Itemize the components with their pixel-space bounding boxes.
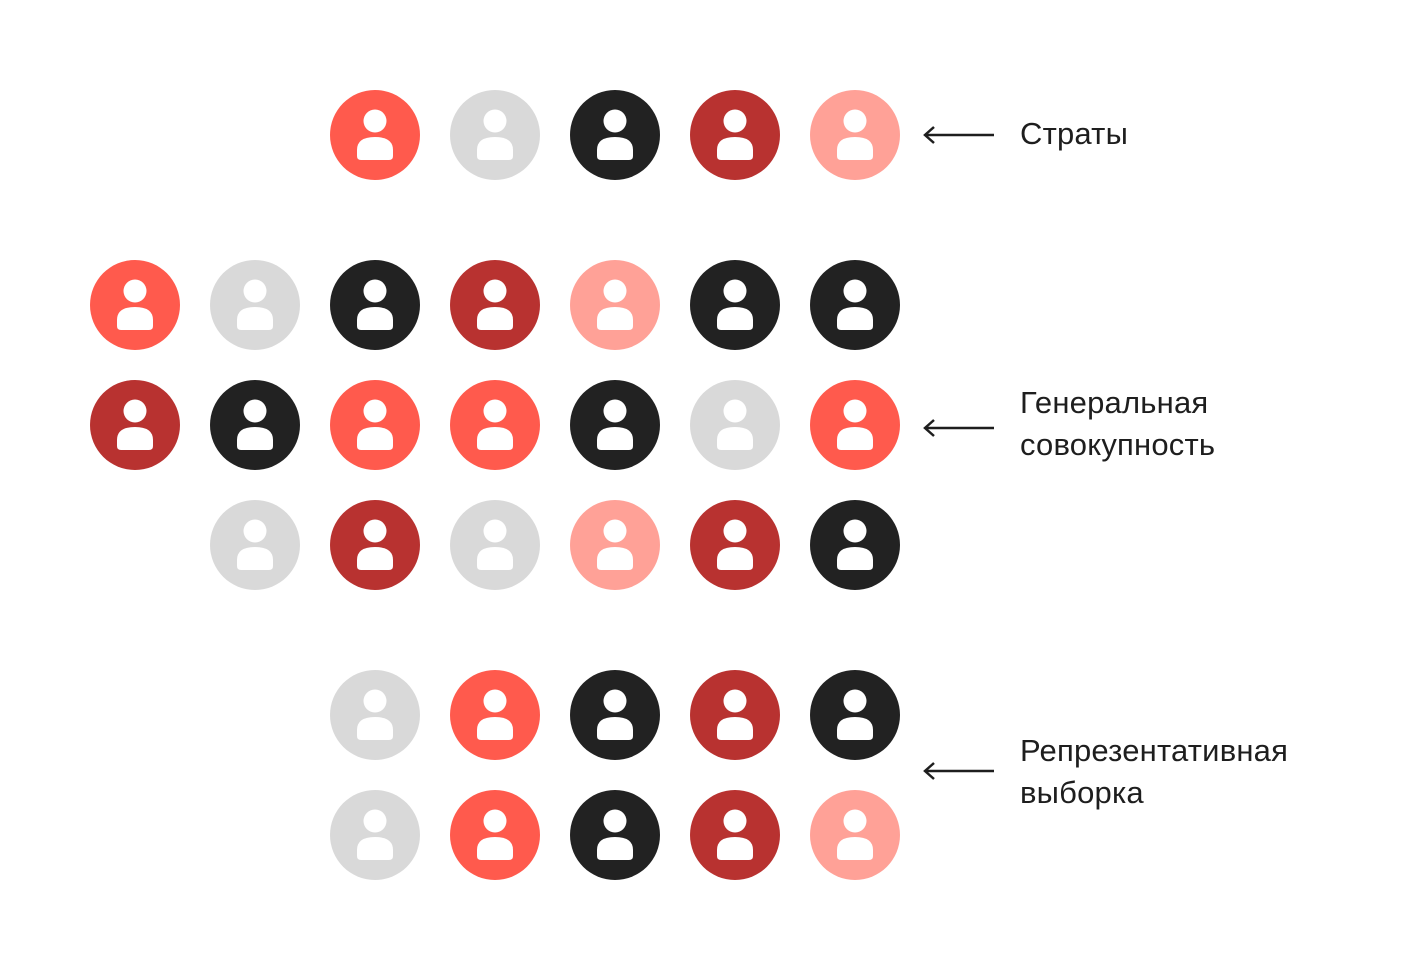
person-icon	[810, 260, 900, 350]
sample-label-line-2: выборка	[1020, 775, 1144, 810]
person-icon	[570, 380, 660, 470]
population-label-line-1: Генеральная	[1020, 385, 1209, 420]
arrow-left-icon	[923, 126, 994, 144]
person-icon	[90, 380, 180, 470]
person-icon	[210, 380, 300, 470]
person-glyph	[477, 279, 513, 330]
person-glyph	[837, 399, 873, 450]
person-glyph	[357, 399, 393, 450]
arrow-left-icon	[923, 419, 994, 437]
person-icon	[690, 500, 780, 590]
person-icon	[450, 260, 540, 350]
person-icon	[330, 380, 420, 470]
person-glyph	[717, 279, 753, 330]
person-icon	[210, 500, 300, 590]
person-icon	[690, 380, 780, 470]
sample-label: Репрезентативная выборка	[1020, 730, 1288, 814]
person-glyph	[837, 689, 873, 740]
person-icon	[810, 500, 900, 590]
person-glyph	[597, 399, 633, 450]
person-glyph	[717, 399, 753, 450]
person-icon	[570, 90, 660, 180]
person-glyph	[837, 109, 873, 160]
person-icon	[690, 260, 780, 350]
person-glyph	[477, 689, 513, 740]
person-glyph	[237, 279, 273, 330]
person-glyph	[597, 279, 633, 330]
strata-label-line-1: Страты	[1020, 116, 1129, 151]
person-glyph	[357, 279, 393, 330]
person-glyph	[717, 689, 753, 740]
person-icon	[570, 260, 660, 350]
person-icon	[330, 90, 420, 180]
person-icon	[810, 670, 900, 760]
person-icon	[450, 500, 540, 590]
person-glyph	[237, 519, 273, 570]
person-icon	[690, 790, 780, 880]
person-glyph	[477, 809, 513, 860]
person-glyph	[717, 519, 753, 570]
strata-label: Страты	[1020, 113, 1128, 155]
person-icon	[450, 790, 540, 880]
sample-label-line-1: Репрезентативная	[1020, 733, 1289, 768]
person-glyph	[837, 279, 873, 330]
person-icon	[810, 790, 900, 880]
person-glyph	[597, 689, 633, 740]
person-glyph	[357, 809, 393, 860]
person-glyph	[357, 109, 393, 160]
person-glyph	[477, 519, 513, 570]
person-icon	[810, 90, 900, 180]
person-icon	[450, 90, 540, 180]
person-glyph	[717, 809, 753, 860]
person-glyph	[717, 109, 753, 160]
person-glyph	[237, 399, 273, 450]
person-glyph	[597, 519, 633, 570]
population-label-line-2: совокупность	[1020, 427, 1216, 462]
person-glyph	[477, 399, 513, 450]
person-glyph	[117, 399, 153, 450]
person-icon	[810, 380, 900, 470]
person-icon	[330, 500, 420, 590]
person-icon	[330, 790, 420, 880]
person-glyph	[837, 809, 873, 860]
person-icon	[210, 260, 300, 350]
person-glyph	[357, 519, 393, 570]
person-glyph	[597, 809, 633, 860]
person-icon	[330, 260, 420, 350]
person-icon	[90, 260, 180, 350]
person-glyph	[837, 519, 873, 570]
person-icon	[450, 670, 540, 760]
person-icon	[690, 90, 780, 180]
person-glyph	[117, 279, 153, 330]
person-glyph	[597, 109, 633, 160]
person-icon	[690, 670, 780, 760]
person-icon	[330, 670, 420, 760]
person-glyph	[477, 109, 513, 160]
arrow-left-icon	[923, 762, 994, 780]
person-glyph	[357, 689, 393, 740]
person-icon	[570, 500, 660, 590]
person-icon	[570, 670, 660, 760]
person-icon	[450, 380, 540, 470]
population-label: Генеральная совокупность	[1020, 382, 1215, 466]
person-icon	[570, 790, 660, 880]
